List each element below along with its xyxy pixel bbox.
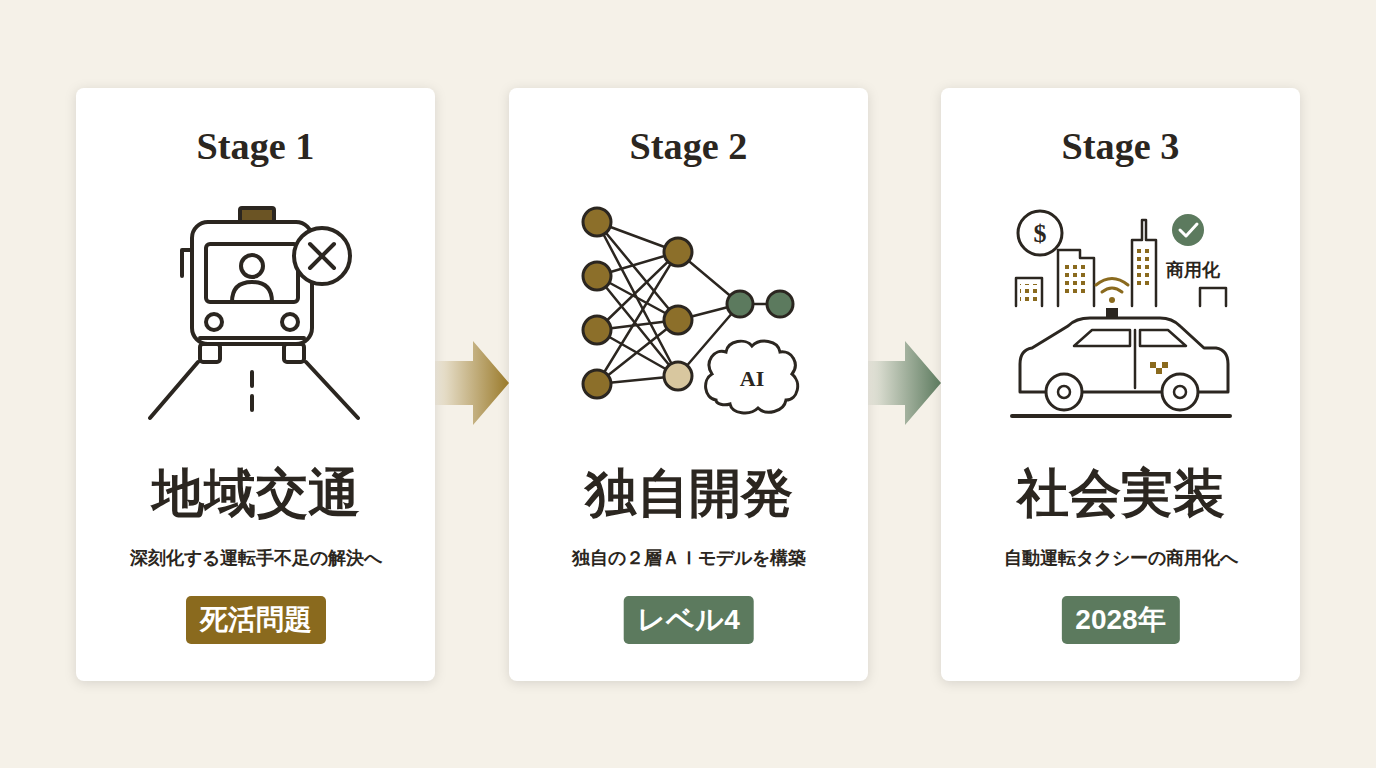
stage-title: 社会実装 (941, 462, 1300, 526)
stage-card: Stage 3 社会実装自動運転タクシーの商用化へ 2028年 (941, 88, 1300, 681)
card-background (76, 88, 435, 681)
stage-card: Stage 1 地域交通深刻化する運転手不足の解決へ死活問題 (76, 88, 435, 681)
badge-text: 死活問題 (200, 603, 312, 637)
stage-heading: Stage 1 (76, 122, 435, 170)
stage-arrow (868, 341, 941, 425)
card-background (941, 88, 1300, 681)
stage-title: 独自開発 (509, 462, 868, 526)
badge-text: レベル4 (637, 603, 740, 637)
stage-heading: Stage 2 (509, 122, 868, 170)
stage-title: 地域交通 (76, 462, 435, 526)
status-badge: レベル4 (623, 596, 754, 644)
stage-subtitle: 深刻化する運転手不足の解決へ (76, 545, 435, 571)
bus-icon (150, 208, 358, 418)
taxi-city-icon (1012, 211, 1230, 416)
badge-text: 2028年 (1075, 603, 1165, 637)
currency-symbol: $ (1034, 219, 1047, 249)
stage-card: Stage 2 独自開発独自の２層ＡＩモデルを構築レベル4 (509, 88, 868, 681)
commercial-label: 商用化 (1166, 258, 1220, 282)
neural-net-icon (583, 208, 798, 413)
stage-heading: Stage 3 (941, 122, 1300, 170)
ai-label: AI (740, 366, 764, 392)
stage-arrow (435, 341, 509, 425)
stage-subtitle: 独自の２層ＡＩモデルを構築 (509, 545, 868, 571)
status-badge: 2028年 (1061, 596, 1179, 644)
status-badge: 死活問題 (186, 596, 326, 644)
stage-subtitle: 自動運転タクシーの商用化へ (941, 545, 1300, 571)
card-background (509, 88, 868, 681)
